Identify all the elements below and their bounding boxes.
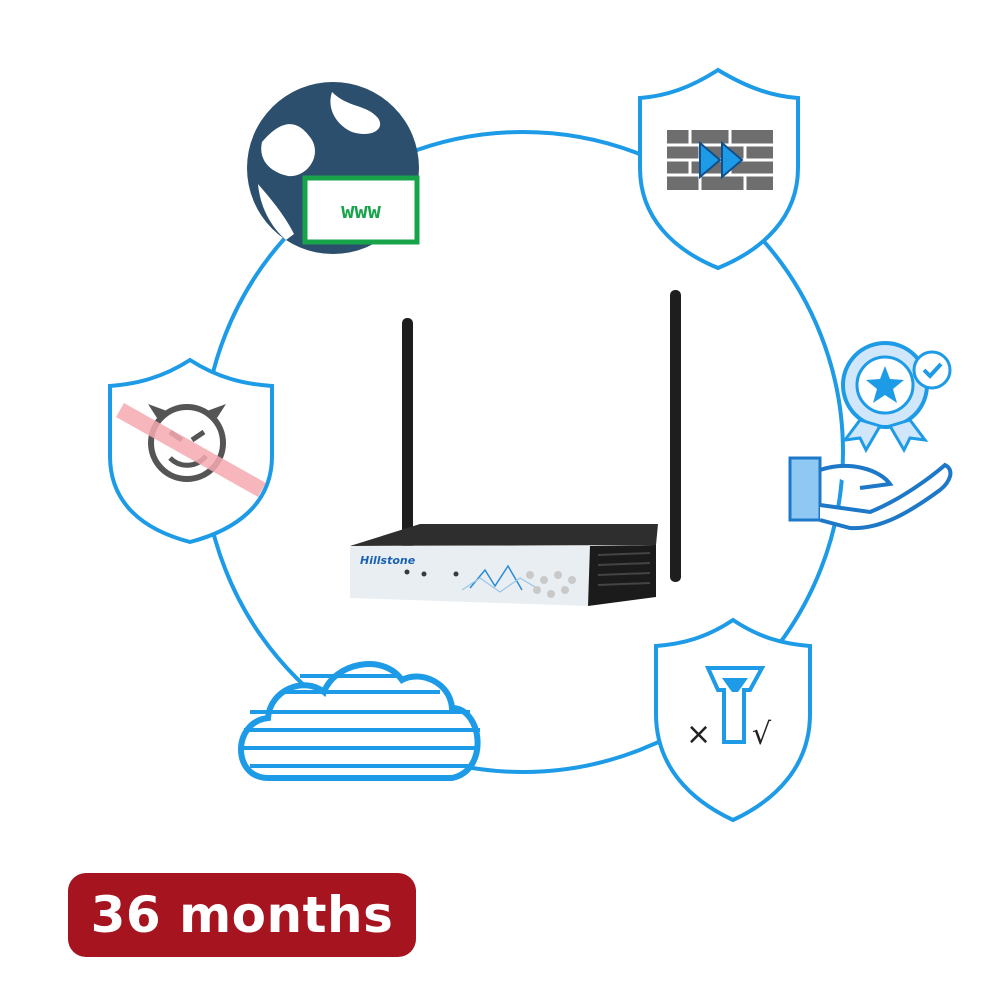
- reject-mark: ×: [686, 717, 711, 752]
- accept-mark: √: [752, 717, 772, 752]
- subscription-duration-badge: 36 months: [68, 873, 416, 957]
- firewall-shield-icon: [638, 67, 800, 271]
- www-text: www: [341, 199, 381, 224]
- url-filter-shield-icon: × √: [654, 617, 812, 823]
- cloud-icon: [238, 661, 481, 781]
- router-device: Hillstone: [350, 290, 681, 606]
- device-brand: Hillstone: [360, 554, 416, 567]
- globe-www-icon: www: [247, 82, 420, 254]
- antimalware-shield-icon: [108, 357, 274, 545]
- award-hand-icon: [788, 341, 953, 531]
